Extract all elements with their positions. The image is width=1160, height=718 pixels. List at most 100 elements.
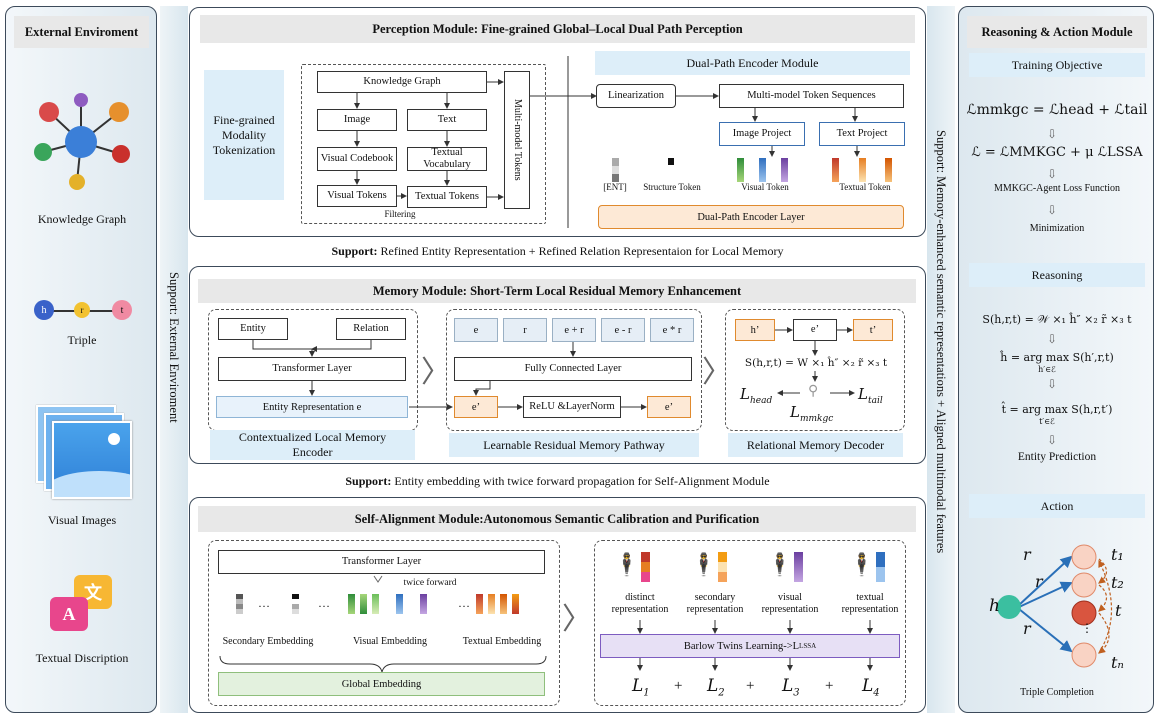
textual-token-bars [832, 158, 902, 182]
external-environment-panel: External Enviroment Knowledge Graph h r … [5, 6, 157, 713]
entity-prediction-label: Entity Prediction [1017, 451, 1097, 463]
ellipsis-1: … [258, 596, 270, 610]
visual-images-icon [36, 405, 136, 505]
memory-module: Memory Module: Short-Term Local Residual… [189, 266, 926, 464]
eprime-decoder-box: e’ [793, 319, 837, 341]
triple-label: Triple [67, 333, 97, 347]
op-e-minus-r: e - r [601, 318, 645, 342]
op-e-times-r: e * r [650, 318, 694, 342]
eq-total: ℒ = ℒMMKGC + μ ℒLSSA [971, 145, 1143, 160]
transformer-layer-box: Transformer Layer [218, 357, 406, 381]
alignment-module: Self-Alignment Module:Autonomous Semanti… [189, 497, 926, 713]
relation-box: Relation [336, 318, 406, 340]
residual-path-region [446, 309, 702, 431]
fully-connected-box: Fully Connected Layer [454, 357, 692, 381]
op-e: e [454, 318, 498, 342]
secondary-embedding-bars: … … [236, 594, 346, 614]
op-e-plus-r: e + r [552, 318, 596, 342]
support-left-strip [160, 6, 188, 713]
reasoning-action-title: Reasoning & Action Module [967, 16, 1147, 48]
align-transformer-box: Transformer Layer [218, 550, 545, 574]
lhead-label: Lhead [740, 385, 773, 406]
eq-mmkgc: ℒmmkgc = ℒhead + ℒtail [966, 102, 1148, 118]
visual-embedding-bars [348, 594, 448, 614]
agent-loss-label: MMKGC-Agent Loss Function [993, 183, 1121, 194]
chevron-2-icon: 〉 [702, 356, 732, 389]
visual-token-bars [737, 158, 807, 182]
entity-representation-box: Entity Representation e [216, 396, 408, 418]
loss-1: L1 [632, 676, 650, 699]
graph-t1-label: t₁ [1111, 545, 1124, 564]
graph-tn-label: tₙ [1111, 653, 1124, 672]
twice-forward-label: twice forward [403, 578, 457, 588]
perception-title: Perception Module: Fine-grained Global–L… [200, 15, 915, 43]
rep-1-label: distinct representation [611, 592, 669, 615]
memory-title: Memory Module: Short-Term Local Residual… [198, 279, 916, 303]
tokenization-dashed-region [301, 64, 546, 224]
visual-codebook-box: Visual Codebook [317, 147, 397, 171]
eprime-in-box: e’ [454, 396, 498, 418]
structure-token-bar [668, 158, 674, 165]
residual-path-label: Learnable Residual Memory Pathway [449, 433, 699, 457]
eq-tail-pred: t̂ = arg max S(h,r,t′) [1001, 403, 1113, 416]
image-project-box: Image Project [719, 122, 805, 146]
textual-vocabulary-box: Textual Vocabulary [407, 147, 487, 171]
arrow-down-1-icon: ⇩ [1047, 127, 1058, 141]
tprime-box: t’ [853, 319, 893, 341]
translate-icon: 文 A [46, 575, 116, 637]
loss-3: L3 [782, 676, 800, 699]
graph-h-label: h [989, 596, 1000, 616]
plus-2: + [746, 678, 755, 694]
support-2: Support: Entity embedding with twice for… [189, 474, 926, 489]
encoder-layer-box: Dual-Path Encoder Layer [598, 205, 904, 229]
token-sequences-box: Multi-model Token Sequences [719, 84, 904, 108]
lmmkgc-label: Lmmkgc [790, 403, 834, 424]
arrow-down-6-icon: ⇩ [1047, 433, 1058, 447]
text-project-box: Text Project [819, 122, 905, 146]
support-right-text: Support: Memory-enhanced semantic repres… [934, 130, 948, 554]
decoder-label: Relational Memory Decoder [728, 433, 903, 457]
support-1-text: Refined Entity Representation + Refined … [380, 244, 784, 258]
graph-t-label: t [1115, 601, 1122, 620]
textual-embedding-label: Textual Embedding [462, 636, 542, 647]
arrow-down-5-icon: ⇩ [1047, 377, 1058, 391]
textual-description-label: Textual Discription [35, 651, 129, 665]
support-2-bold: Support: [345, 474, 392, 488]
barlow-arrows [637, 620, 873, 671]
training-objective-title: Training Objective [969, 53, 1145, 77]
visual-embedding-label: Visual Embedding [352, 636, 428, 647]
triple-completion-graph [997, 544, 1112, 668]
barlow-region [594, 540, 906, 706]
image-box: Image [317, 109, 397, 131]
kg-box: Knowledge Graph [317, 71, 487, 93]
rep-2-label: secondary representation [686, 592, 744, 615]
triple-completion-label: Triple Completion [1020, 687, 1094, 698]
textual-token-label: Textual Token [839, 182, 891, 192]
decoder-region [725, 309, 905, 431]
loss-2: L2 [707, 676, 725, 699]
eq-score: S(h,r,t) = 𝒲 ×₁ ĥ″ ×₂ r̃ ×₃ t [982, 313, 1132, 326]
rep-3-label: visual representation [761, 592, 819, 615]
ctx-encoder-label: Contextualized Local Memory Encoder [210, 430, 415, 460]
graph-r-label-1: r [1023, 545, 1031, 564]
knowledge-graph-icon [34, 93, 130, 190]
plus-3: + [825, 678, 834, 694]
textual-tokens-box: Textual Tokens [407, 186, 487, 208]
people-icon: ⚲ [808, 384, 819, 399]
structure-token-label: Structure Token [643, 182, 701, 192]
score-function: S(h,r,t) = W ×₁ ĥ″ ×₂ r̃ ×₃ t [744, 357, 888, 369]
plus-1: + [674, 678, 683, 694]
minimization-label: Minimization [1029, 223, 1085, 234]
embedding-region [208, 540, 560, 706]
ellipsis-3: … [458, 596, 470, 610]
arrow-down-4-icon: ⇩ [1047, 332, 1058, 346]
eq-head-pred: ĥ = arg max S(h′,r,t) [1000, 351, 1114, 364]
support-right-strip [927, 6, 955, 713]
visual-tokens-box: Visual Tokens [317, 185, 397, 207]
triple-icon: h r t [34, 300, 134, 322]
support-left-text: Support: External Enviroment [167, 272, 181, 423]
textual-embedding-bars: … [458, 594, 538, 614]
multi-model-tokens-label: Multi-model Tokens [511, 99, 523, 181]
rep-4-label: textual representation [841, 592, 899, 615]
